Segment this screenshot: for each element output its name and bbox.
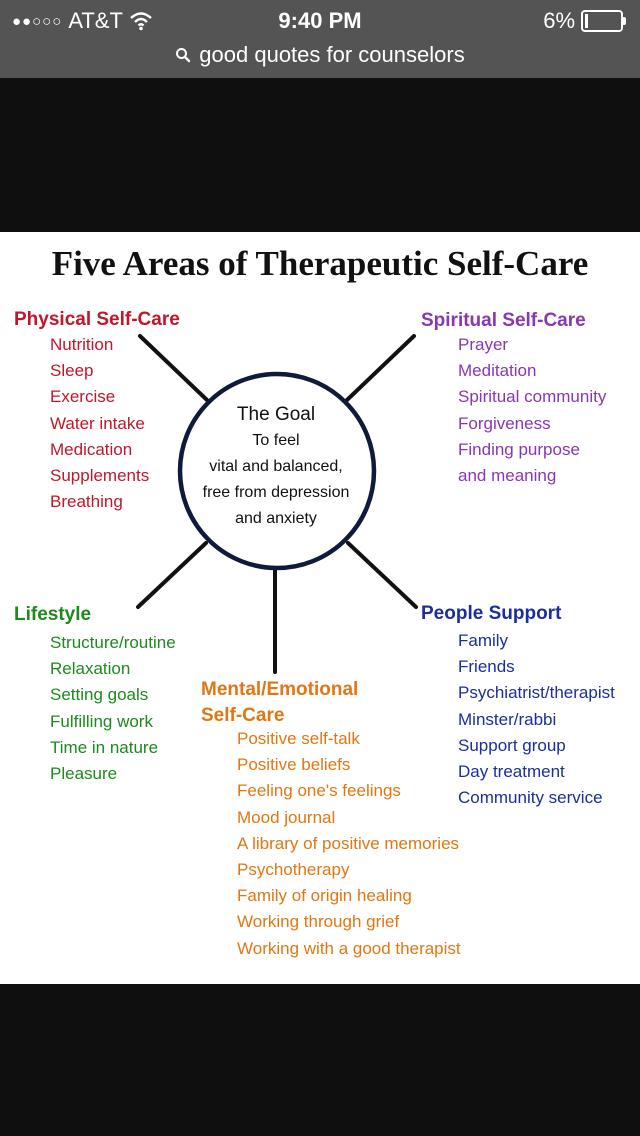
mental-heading-line: Self-Care [201, 705, 285, 726]
list-item: Friends [458, 657, 515, 677]
list-item: Meditation [458, 361, 537, 381]
list-item: and meaning [458, 466, 557, 486]
list-item: Structure/routine [50, 633, 176, 652]
goal-line: To feel [252, 432, 300, 449]
spiritual-list: Prayer Meditation Spiritual community Fo… [458, 332, 606, 489]
list-item: Time in nature [50, 737, 159, 757]
search-query[interactable]: good quotes for counselors [199, 42, 465, 67]
spoke-physical [138, 334, 209, 402]
list-item: Forgiveness [458, 413, 551, 433]
list-item: Community service [458, 788, 603, 808]
list-item: Nutrition [50, 335, 114, 354]
list-item: Relaxation [50, 659, 131, 679]
search-bar[interactable]: good quotes for counselors [0, 42, 640, 68]
people-heading: People Support [421, 603, 562, 624]
list-item: Breathing [50, 492, 123, 512]
lifestyle-list: Structure/routine Relaxation Setting goa… [50, 630, 176, 787]
list-item: Mood journal [237, 807, 336, 827]
list-item: Exercise [50, 387, 116, 407]
list-item: Psychiatrist/therapist [458, 683, 615, 703]
list-item: Finding purpose [458, 439, 580, 459]
list-item: Pleasure [50, 764, 118, 784]
list-item: Family [458, 631, 509, 650]
carrier-indicator: ●●○○○ AT&T [12, 8, 153, 34]
list-item: Prayer [458, 335, 509, 354]
search-icon [176, 48, 191, 63]
battery-icon [581, 10, 626, 32]
list-item: Fulfilling work [50, 711, 153, 731]
lifestyle-heading: Lifestyle [14, 604, 92, 625]
list-item: Working through grief [237, 912, 400, 932]
list-item: Working with a good therapist [237, 938, 461, 958]
status-bar: ●●○○○ AT&T 9:40 PM 6% good quotes for co… [0, 0, 640, 78]
spoke-people [346, 541, 418, 609]
battery-indicator: 6% [543, 8, 626, 34]
list-item: Setting goals [50, 685, 149, 705]
battery-percent: 6% [543, 8, 575, 33]
mental-heading-line: Mental/Emotional [201, 679, 359, 700]
carrier-name: AT&T [68, 8, 123, 33]
list-item: Sleep [50, 361, 94, 381]
goal-line: free from depression [202, 484, 350, 501]
list-item: Psychotherapy [237, 860, 350, 880]
list-item: Positive beliefs [237, 755, 351, 775]
people-list: Family Friends Psychiatrist/therapist Mi… [458, 628, 615, 811]
infographic-title: Five Areas of Therapeutic Self-Care [51, 244, 589, 283]
list-item: Family of origin healing [237, 886, 412, 906]
physical-list: Nutrition Sleep Exercise Water intake Me… [50, 332, 149, 515]
physical-heading: Physical Self-Care [14, 309, 180, 330]
list-item: Supplements [50, 466, 150, 486]
goal-line: vital and balanced, [209, 458, 343, 475]
signal-dots-icon: ●●○○○ [12, 12, 63, 30]
list-item: Water intake [50, 413, 145, 433]
list-item: A library of positive memories [237, 833, 460, 853]
goal-title: The Goal [236, 404, 316, 425]
clock: 9:40 PM [278, 8, 362, 33]
list-item: Support group [458, 735, 566, 755]
list-item: Minster/rabbi [458, 709, 557, 729]
wifi-icon [130, 12, 152, 31]
mental-list: Positive self-talk Positive beliefs Feel… [237, 726, 461, 962]
goal-text: The Goal To feel vital and balanced, fre… [186, 402, 366, 532]
list-item: Spiritual community [458, 387, 607, 407]
list-item: Medication [50, 439, 133, 459]
spoke-lifestyle [136, 541, 208, 609]
infographic-image[interactable]: Five Areas of Therapeutic Self-Care The … [0, 232, 640, 984]
goal-line: and anxiety [235, 510, 317, 527]
list-item: Feeling one's feelings [237, 781, 401, 801]
list-item: Day treatment [458, 762, 565, 782]
list-item: Positive self-talk [237, 729, 360, 748]
spiritual-heading: Spiritual Self-Care [421, 310, 586, 331]
mental-heading: Mental/Emotional Self-Care [201, 677, 358, 729]
spoke-spiritual [345, 334, 416, 402]
